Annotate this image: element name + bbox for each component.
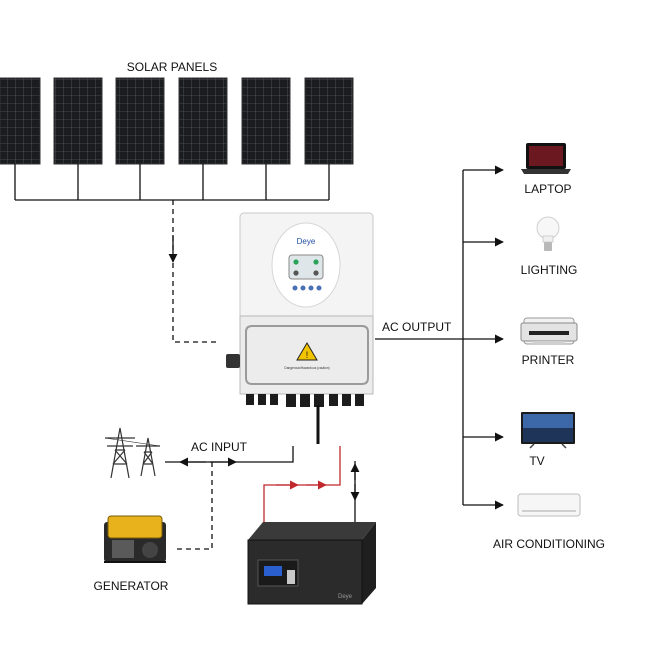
hybrid-inverter: Deye ! Dangerous/Hazardous (caution) (226, 212, 374, 444)
load-label-printer: PRINTER (522, 353, 575, 367)
power-tower-icon (104, 427, 161, 479)
load-label-laptop: LAPTOP (524, 182, 571, 196)
inverter-switch (226, 354, 240, 368)
air-conditioner-icon (517, 493, 581, 517)
load-label-tv: TV (529, 454, 544, 468)
inverter-brand-logo: Deye (297, 237, 316, 246)
panel-wiring (14, 164, 330, 201)
solar-panel-array (0, 77, 354, 165)
ac-output-label: AC OUTPUT (382, 320, 452, 334)
lithium-battery: Deye (247, 522, 376, 605)
generator-label: GENERATOR (94, 579, 169, 593)
tv-icon (521, 412, 575, 449)
battery-brand-logo: Deye (338, 594, 353, 600)
load-label-air-conditioning: AIR CONDITIONING (493, 537, 605, 551)
printer-icon (520, 317, 578, 345)
svg-text:!: ! (306, 350, 309, 360)
battery-charge-line (263, 446, 341, 528)
light-bulb-icon (536, 216, 560, 251)
solar-panel (115, 77, 165, 165)
generator-line (177, 462, 213, 550)
load-label-lighting: LIGHTING (521, 263, 578, 277)
inverter-screen (288, 254, 324, 280)
solar-panel (241, 77, 291, 165)
ac-output-wiring (375, 170, 464, 505)
ac-input-wiring (165, 446, 294, 463)
dc-input-line (172, 200, 218, 343)
ac-input-label: AC INPUT (191, 440, 248, 454)
inverter-ports (246, 394, 364, 407)
solar-panel (0, 77, 41, 165)
solar-panel (53, 77, 103, 165)
warning-icon (296, 342, 318, 361)
solar-panels-label: SOLAR PANELS (127, 60, 217, 74)
inverter-warning-text: Dangerous/Hazardous (caution) (284, 366, 329, 370)
solar-panel (304, 77, 354, 165)
laptop-icon (521, 143, 571, 174)
solar-panel (178, 77, 228, 165)
generator-icon (104, 515, 166, 563)
